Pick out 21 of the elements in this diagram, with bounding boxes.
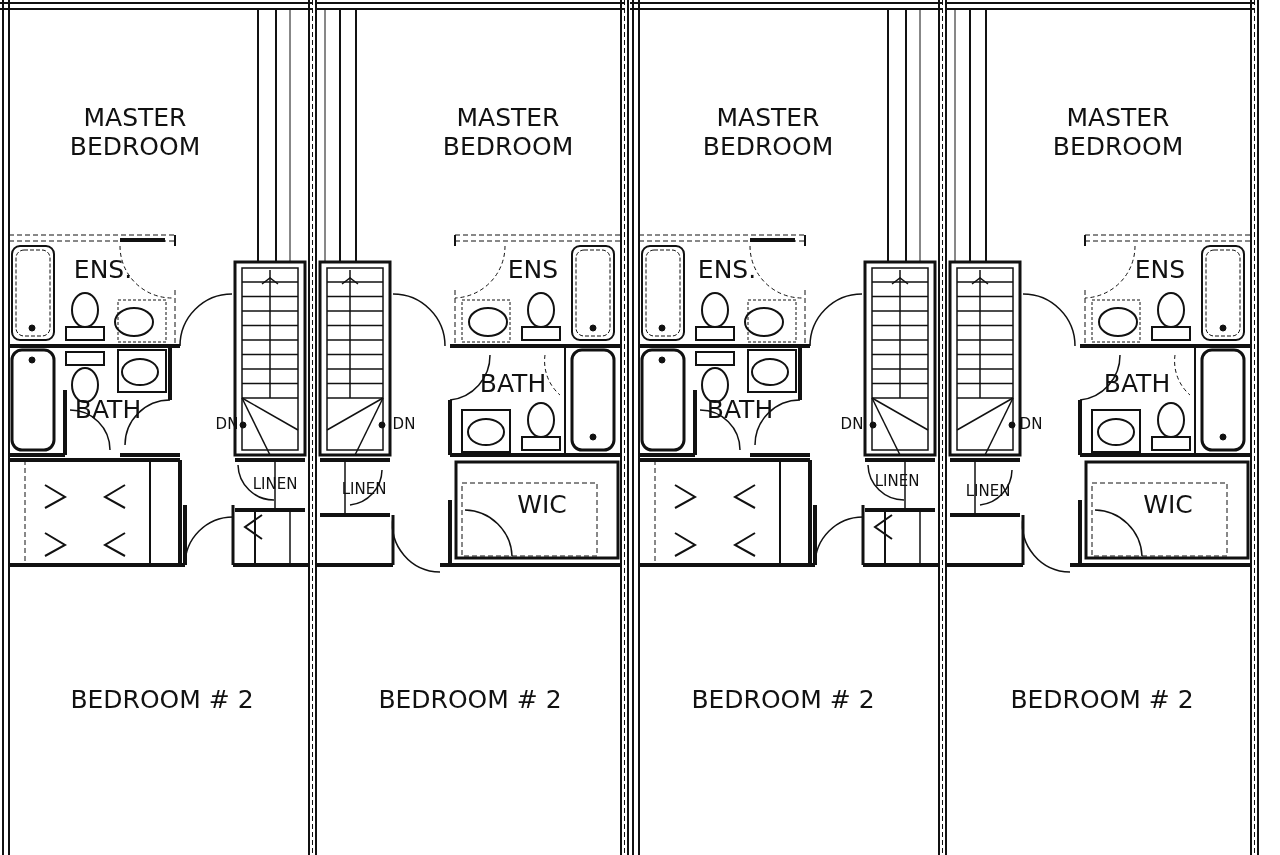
- room-label: BEDROOM # 2: [70, 685, 254, 715]
- room-label: MASTER BEDROOM: [701, 104, 835, 162]
- room-label: BEDROOM # 2: [378, 685, 562, 715]
- room-label: BATH: [1103, 369, 1171, 399]
- room-label: MASTER BEDROOM: [441, 104, 575, 162]
- room-label: BEDROOM # 2: [691, 685, 875, 715]
- room-label: BATH: [706, 395, 774, 425]
- room-label: MASTER BEDROOM: [1051, 104, 1185, 162]
- room-label: ENS: [1134, 255, 1186, 285]
- room-label: WIC: [1143, 490, 1193, 520]
- room-label: WIC: [517, 490, 567, 520]
- room-label: ENS.: [73, 255, 133, 285]
- room-label: DN: [392, 416, 416, 434]
- room-label: DN: [1019, 416, 1043, 434]
- room-label: BEDROOM # 2: [1010, 685, 1194, 715]
- room-label: ENS.: [697, 255, 757, 285]
- room-label: BATH: [74, 395, 142, 425]
- room-label: MASTER BEDROOM: [68, 104, 202, 162]
- room-label: DN: [840, 416, 864, 434]
- room-label: BATH: [479, 369, 547, 399]
- room-label: ENS: [507, 255, 559, 285]
